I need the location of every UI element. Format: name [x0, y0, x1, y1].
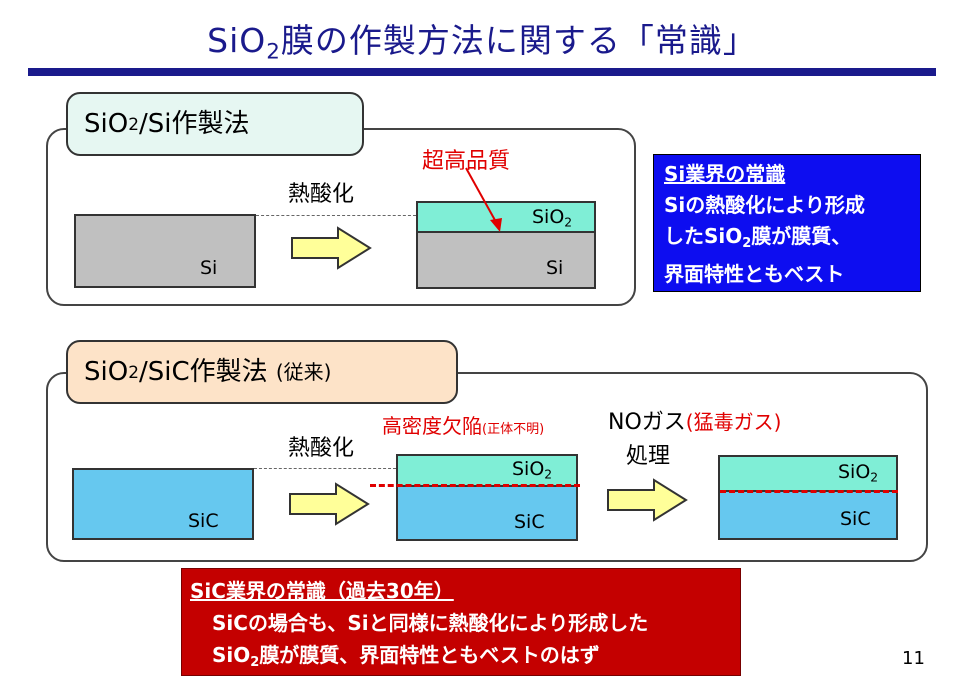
si-oxide-label: SiO2	[532, 206, 573, 230]
defect-interface-line-mid	[370, 484, 580, 487]
thermal-oxidation-label-1: 熱酸化	[288, 182, 355, 207]
level-guide-line-1	[256, 215, 416, 216]
si-substrate-after-label: Si	[546, 257, 564, 279]
si-substrate-before: Si	[74, 214, 256, 288]
si-substrate-after: Si	[416, 231, 596, 289]
si-box-line-1: Siの熱酸化により形成	[664, 193, 865, 217]
si-box-line-2: したSiO2膜が膜質、	[664, 224, 852, 251]
sic-oxide-layer-final: SiO2	[718, 455, 898, 492]
page-title: SiO2膜の作製方法に関する「常識」	[207, 21, 757, 65]
sic-oxide-layer-mid: SiO2	[396, 454, 578, 487]
sic-box-line-2: SiO2膜が膜質、界面特性ともベストのはず	[212, 643, 600, 670]
process-arrow-2	[289, 482, 370, 526]
sic-box-heading: SiC業界の常識（過去30年）	[190, 579, 454, 603]
si-box-heading: Si業界の常識	[664, 162, 786, 186]
thermal-oxidation-label-2: 熱酸化	[288, 436, 355, 461]
sic-oxide-final-label: SiO2	[838, 461, 879, 485]
page-number: 11	[902, 648, 925, 669]
sic-industry-common-sense-box: SiC業界の常識（過去30年） SiCの場合も、Siと同様に熱酸化により形成した…	[181, 568, 741, 676]
treatment-label: 処理	[626, 444, 671, 469]
process-arrow-3	[607, 478, 688, 522]
defect-interface-line-final	[720, 490, 898, 493]
si-box-line-3: 界面特性ともベスト	[664, 261, 845, 286]
sic-substrate-final: SiC	[718, 490, 898, 540]
sic-oxide-mid-label: SiO2	[512, 458, 553, 482]
process-arrow-1	[291, 226, 372, 270]
annotation-pointer-arrow	[465, 167, 502, 232]
sic-substrate-label: SiC	[188, 510, 219, 532]
si-oxide-layer: SiO2	[416, 201, 596, 233]
high-density-defects-label: 高密度欠陥(正体不明)	[382, 414, 545, 438]
title-underline	[28, 68, 936, 76]
sic-substrate-mid-label: SiC	[514, 511, 545, 533]
sic-box-line-1: SiCの場合も、Siと同様に熱酸化により形成した	[212, 611, 649, 635]
sic-substrate-mid: SiC	[396, 485, 578, 541]
sic-substrate-final-label: SiC	[840, 508, 871, 530]
level-guide-line-2	[254, 468, 396, 469]
si-industry-common-sense-box: Si業界の常識 Siの熱酸化により形成 したSiO2膜が膜質、 界面特性ともベス…	[653, 154, 921, 292]
si-substrate-label: Si	[200, 257, 218, 279]
no-gas-label: NOガス(猛毒ガス)	[608, 410, 782, 435]
sic-substrate-before: SiC	[72, 468, 254, 540]
